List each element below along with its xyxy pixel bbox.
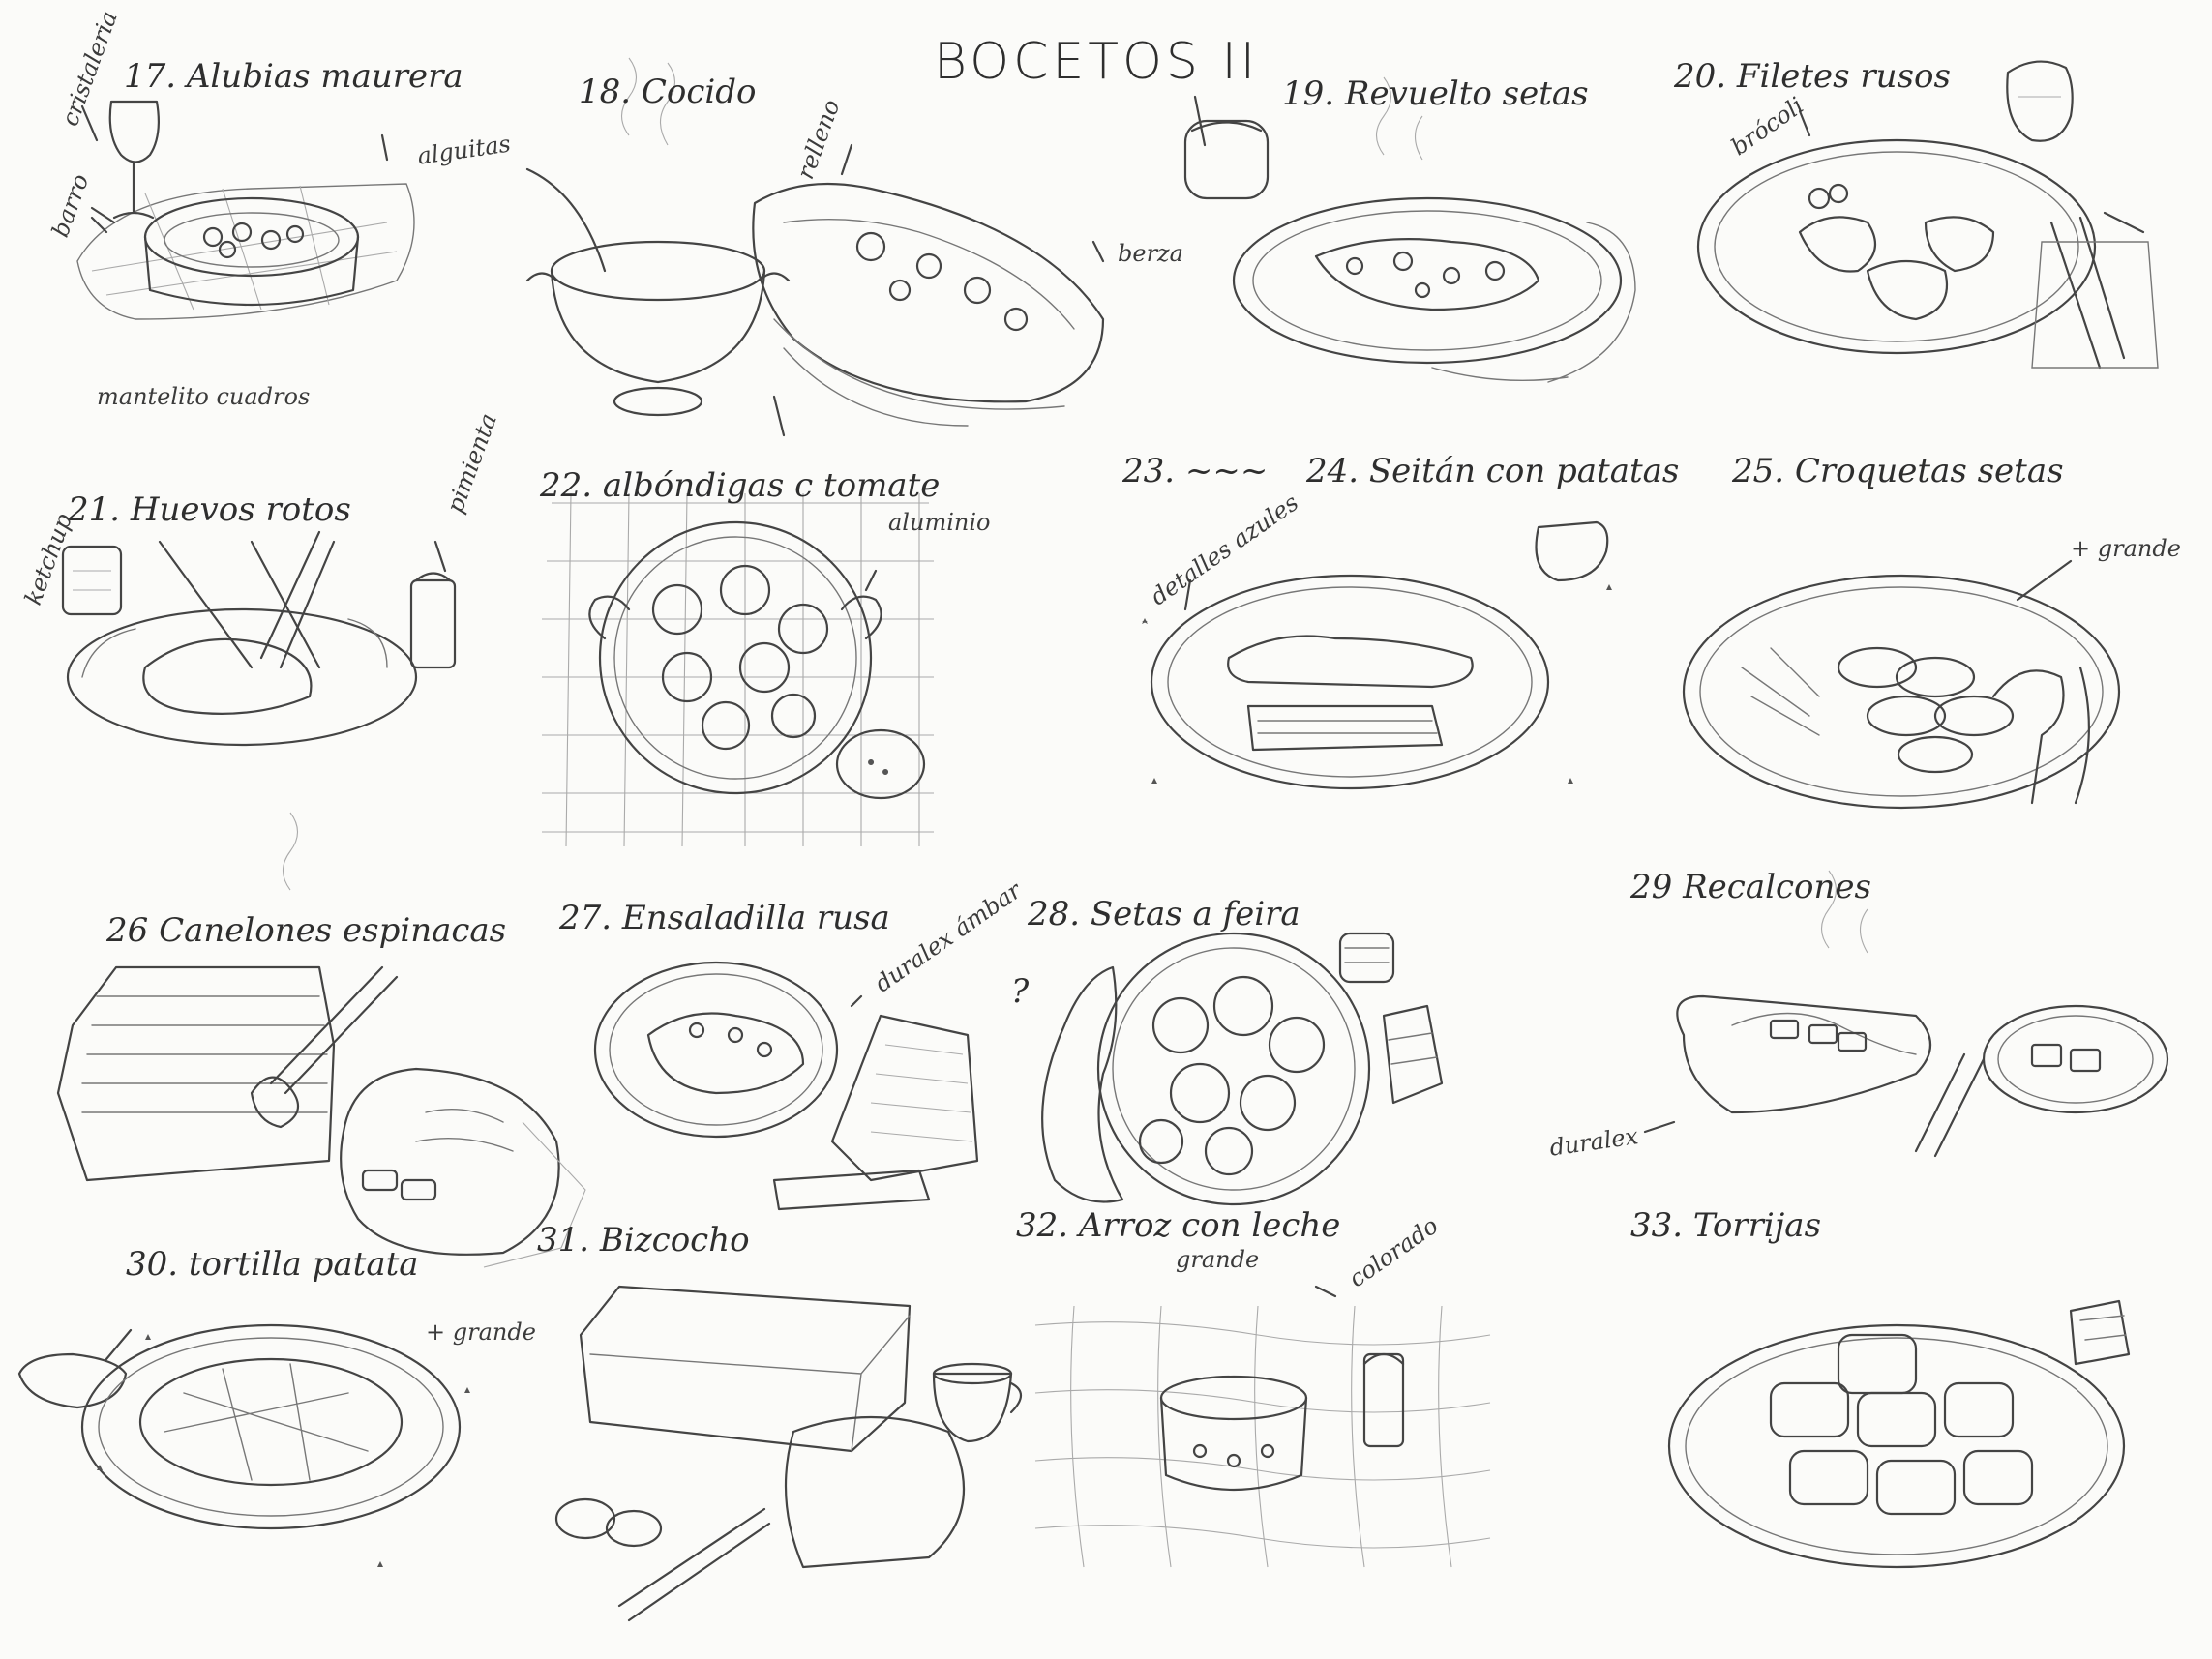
sketch-18-drawing — [525, 57, 1105, 437]
caption-28: 28. Setas a feira — [1028, 895, 1300, 933]
note-17-mantelito: mantelito cuadros — [97, 383, 311, 410]
caption-20: 20. Filetes rusos — [1674, 57, 1951, 96]
note-30-grande: + grande — [426, 1318, 536, 1346]
sketch-33-drawing — [1667, 1299, 2131, 1569]
caption-30: 30. tortilla patata — [126, 1245, 419, 1284]
sketch-32-drawing — [1034, 1305, 1491, 1568]
caption-19: 19. Revuelto setas — [1282, 74, 1589, 113]
note-28-question: ? — [1011, 972, 1030, 1011]
note-32-grande: grande — [1176, 1246, 1260, 1273]
caption-25: 25. Croquetas setas — [1732, 452, 2064, 490]
sketch-29-drawing — [1676, 870, 2169, 1158]
note-18-berza: berza — [1118, 240, 1183, 267]
sketch-25-drawing — [1682, 574, 2121, 810]
caption-27: 27. Ensaladilla rusa — [559, 899, 890, 937]
sketch-21-drawing — [61, 530, 457, 747]
note-25-grande: + grande — [2071, 535, 2181, 562]
sketch-19-drawing — [1183, 76, 1636, 383]
caption-18: 18. Cocido — [579, 73, 757, 111]
caption-33: 33. Torrijas — [1630, 1206, 1822, 1245]
caption-24: 24. Seitán con patatas — [1306, 452, 1680, 490]
sketch-31-drawing — [554, 1285, 1023, 1622]
sketch-22-drawing — [542, 492, 934, 847]
sketch-26-drawing — [56, 812, 586, 1268]
sketch-28-drawing — [1041, 932, 1444, 1206]
sketch-24-drawing — [1142, 520, 1612, 790]
caption-29: 29 Recalcones — [1630, 868, 1871, 906]
caption-17: 17. Alubias maurera — [124, 57, 463, 96]
sketch-17-drawing — [76, 100, 415, 320]
caption-23: 23. ~~~ — [1122, 452, 1269, 490]
sketch-27-drawing — [593, 961, 979, 1211]
note-22-aluminio: aluminio — [888, 509, 991, 536]
sketch-20-drawing — [1696, 60, 2159, 370]
caption-22: 22. albóndigas c tomate — [540, 466, 941, 505]
caption-21: 21. Huevos rotos — [68, 490, 351, 529]
sketch-30-drawing — [17, 1323, 470, 1567]
caption-32: 32. Arroz con leche — [1016, 1206, 1341, 1245]
sheet-title: BOCETOS II — [934, 33, 1260, 91]
caption-26: 26 Canelones espinacas — [106, 911, 507, 950]
caption-31: 31. Bizcocho — [537, 1221, 750, 1259]
